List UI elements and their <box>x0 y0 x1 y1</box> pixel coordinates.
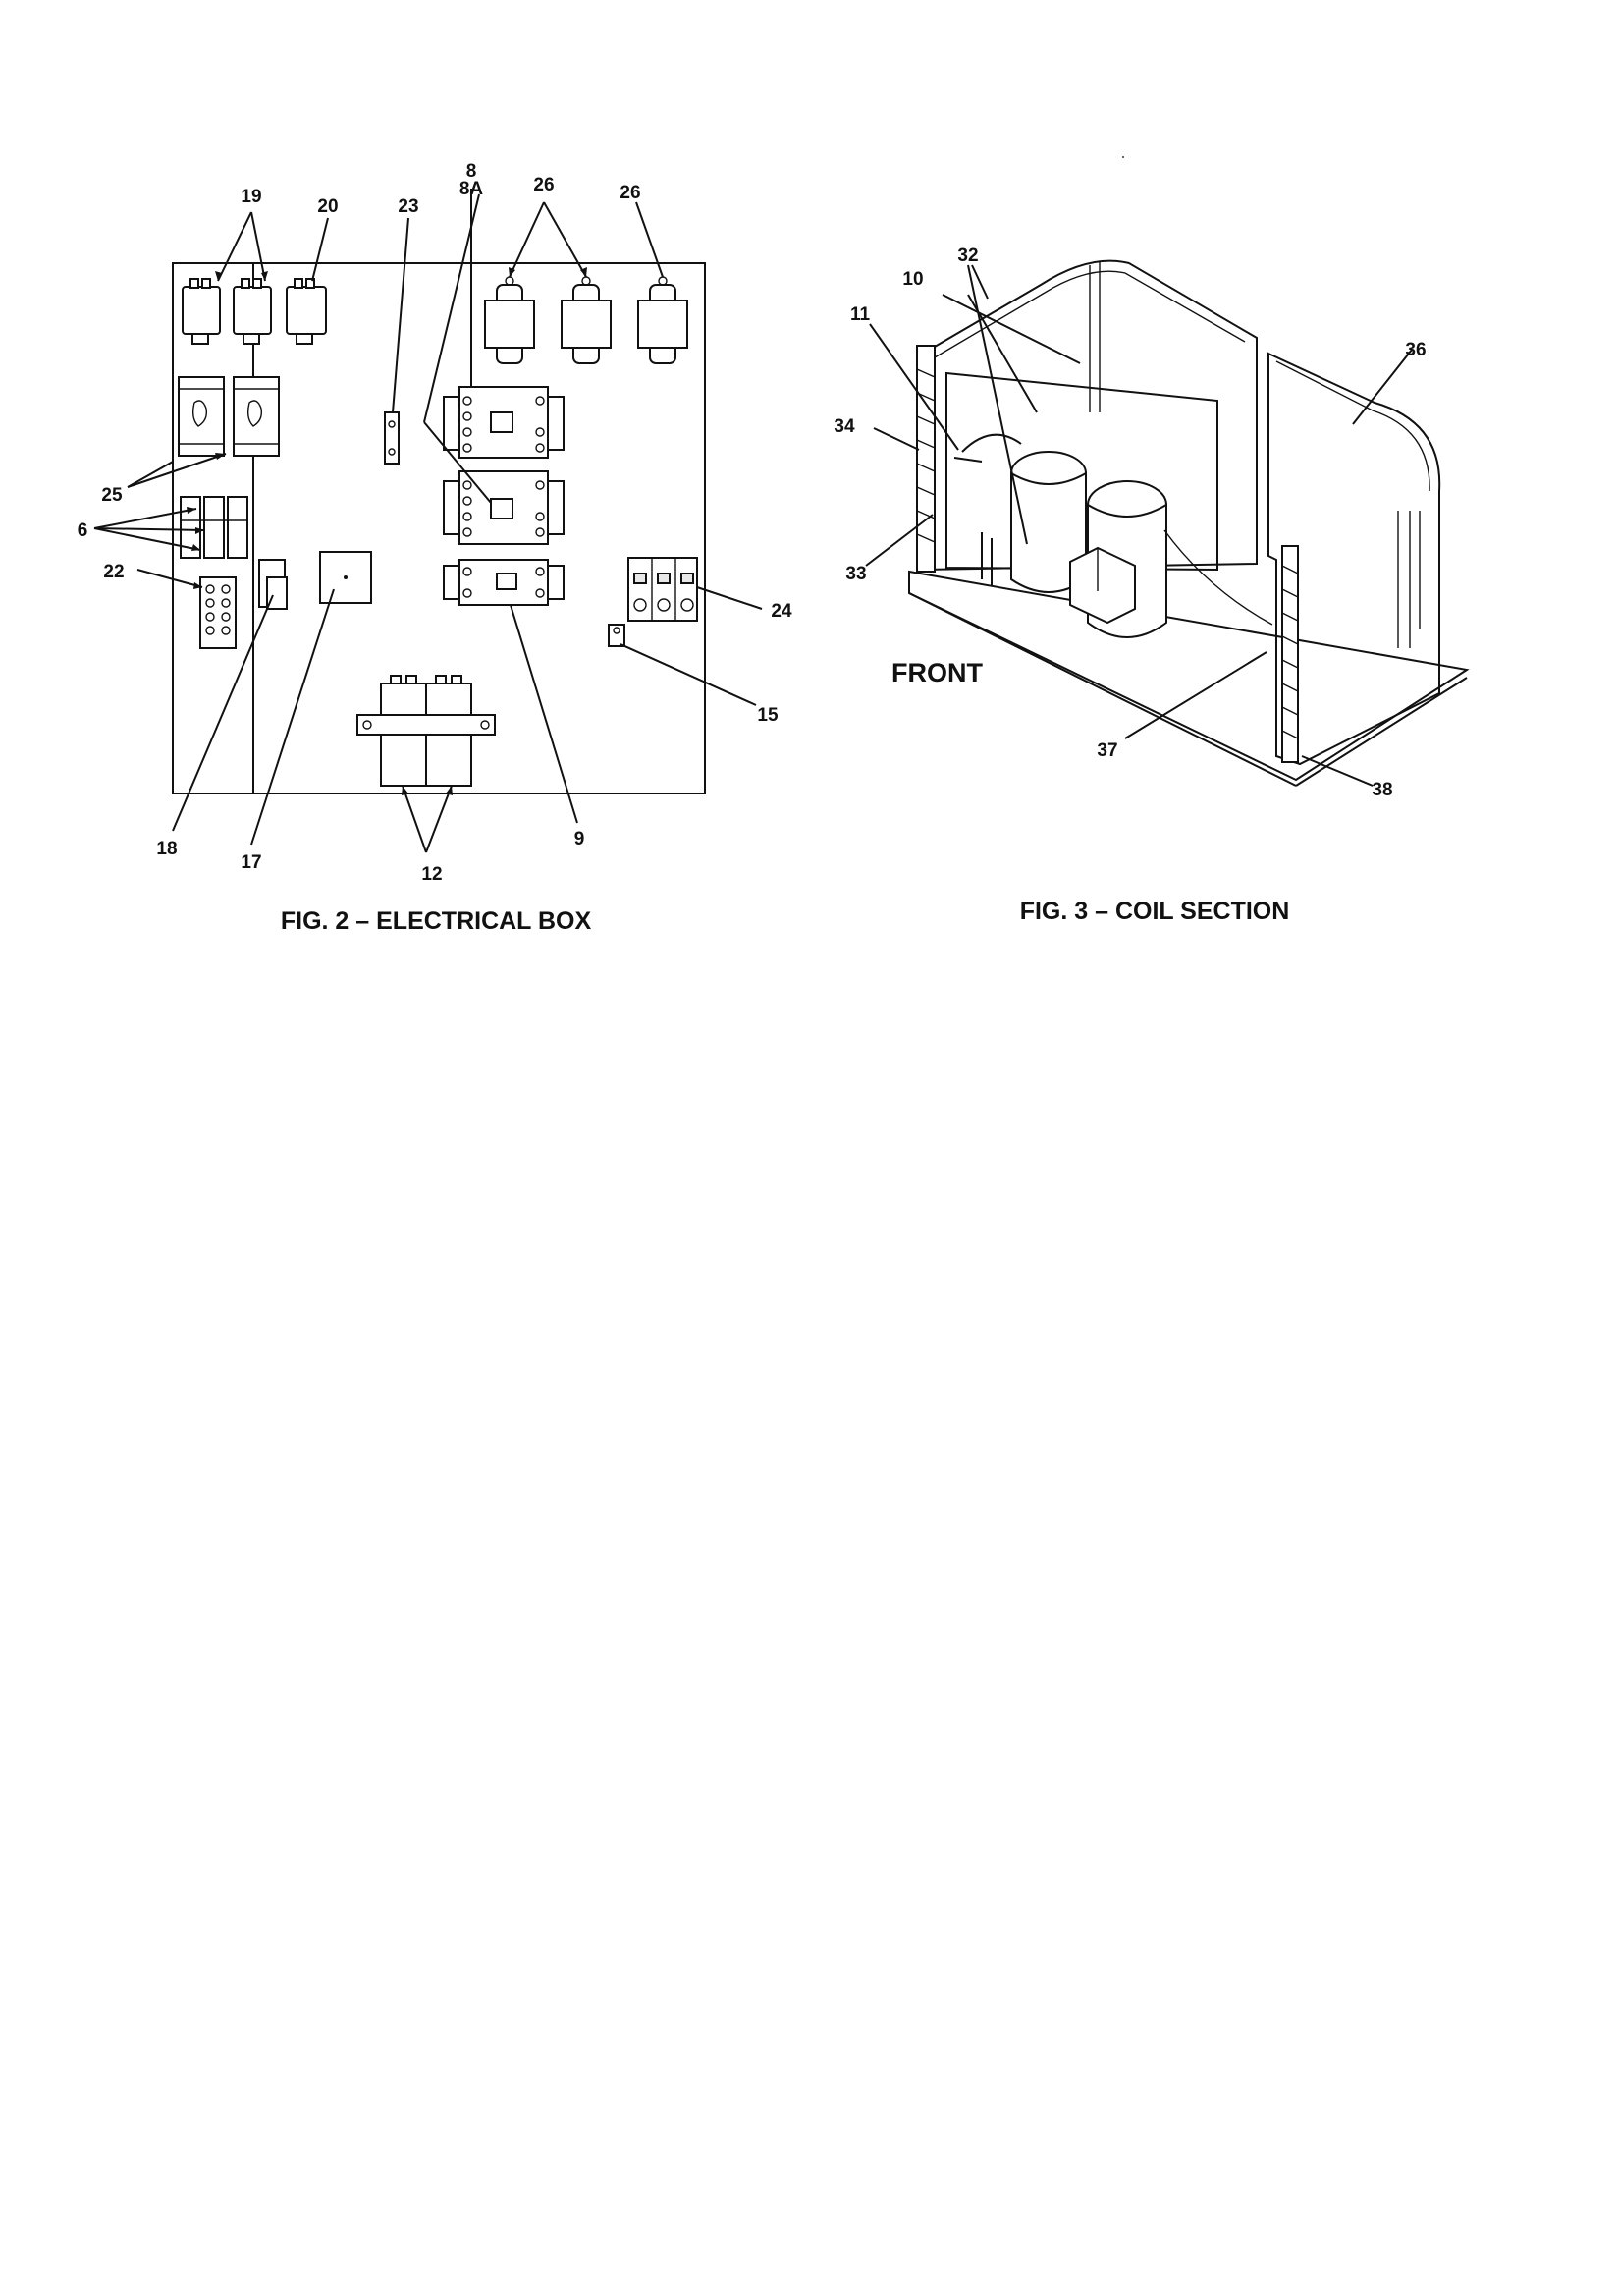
fuse-block-25-left <box>178 376 225 457</box>
fuse-holder-26-2 <box>561 276 612 364</box>
fuse-holder-26-3 <box>637 276 688 364</box>
fig2-leader-lines <box>93 189 763 853</box>
callout-9: 9 <box>574 829 585 849</box>
electrical-box-figure: 19 20 23 8 8A 26 26 25 6 22 24 15 18 17 … <box>78 161 792 935</box>
callout-11: 11 <box>850 304 871 325</box>
callout-37: 37 <box>1097 740 1117 761</box>
fig3-caption: FIG. 3 – COIL SECTION <box>1020 898 1290 925</box>
relay-19-right <box>233 278 272 345</box>
contactor-8 <box>443 386 565 459</box>
coil-header-34 <box>916 345 936 573</box>
callout-34: 34 <box>834 416 855 437</box>
component-17 <box>319 551 372 604</box>
callout-25: 25 <box>101 485 123 506</box>
back-coil-wall <box>922 259 1258 572</box>
callout-32: 32 <box>957 246 978 266</box>
electrical-box-panel <box>172 262 706 794</box>
callout-10: 10 <box>902 269 923 290</box>
callout-8a: 8A <box>459 179 484 199</box>
callout-33: 33 <box>845 564 866 584</box>
callout-12: 12 <box>421 864 442 885</box>
electrical-box-33 <box>1069 546 1136 625</box>
callout-26-single: 26 <box>620 183 640 203</box>
callout-38: 38 <box>1372 780 1392 800</box>
terminal-block-22 <box>199 576 237 649</box>
contactor-9 <box>443 559 565 606</box>
base-pan <box>908 570 1470 782</box>
callout-26-pair: 26 <box>533 175 554 195</box>
fig3-leader-lines <box>865 264 1413 787</box>
stray-dot <box>1122 156 1124 158</box>
callout-17: 17 <box>241 852 261 873</box>
fig2-callouts: 19 20 23 8 8A 26 26 25 6 22 24 15 18 17 … <box>78 161 792 885</box>
fuse-holder-26-1 <box>484 276 535 364</box>
fuse-block-25-right <box>233 376 280 457</box>
front-label: FRONT <box>891 658 983 687</box>
part-15 <box>608 624 625 647</box>
callout-23: 23 <box>398 196 418 217</box>
part-23 <box>384 411 400 465</box>
tubing <box>961 433 1022 453</box>
relay-19-left <box>182 278 221 345</box>
bracket-18 <box>258 559 288 610</box>
callout-18: 18 <box>156 839 177 859</box>
callout-36: 36 <box>1405 340 1426 360</box>
callout-19: 19 <box>241 187 261 207</box>
callout-22: 22 <box>103 562 124 582</box>
coil-header-38 <box>1281 545 1299 763</box>
callout-20: 20 <box>317 196 338 217</box>
terminals-6 <box>180 496 248 559</box>
callout-6: 6 <box>78 520 88 541</box>
contactor-8a <box>443 470 565 545</box>
callout-15: 15 <box>757 705 779 726</box>
coil-section-figure: 32 10 11 36 34 33 37 38 FRONT FIG. 3 – C… <box>834 246 1470 925</box>
terminal-block-24 <box>627 557 698 622</box>
fig2-caption: FIG. 2 – ELECTRICAL BOX <box>281 907 592 935</box>
relay-20 <box>286 278 327 345</box>
callout-24: 24 <box>771 601 792 622</box>
callout-8: 8 <box>466 161 477 182</box>
fig3-callouts: 32 10 11 36 34 33 37 38 <box>834 246 1426 800</box>
capacitors-12 <box>356 675 496 787</box>
